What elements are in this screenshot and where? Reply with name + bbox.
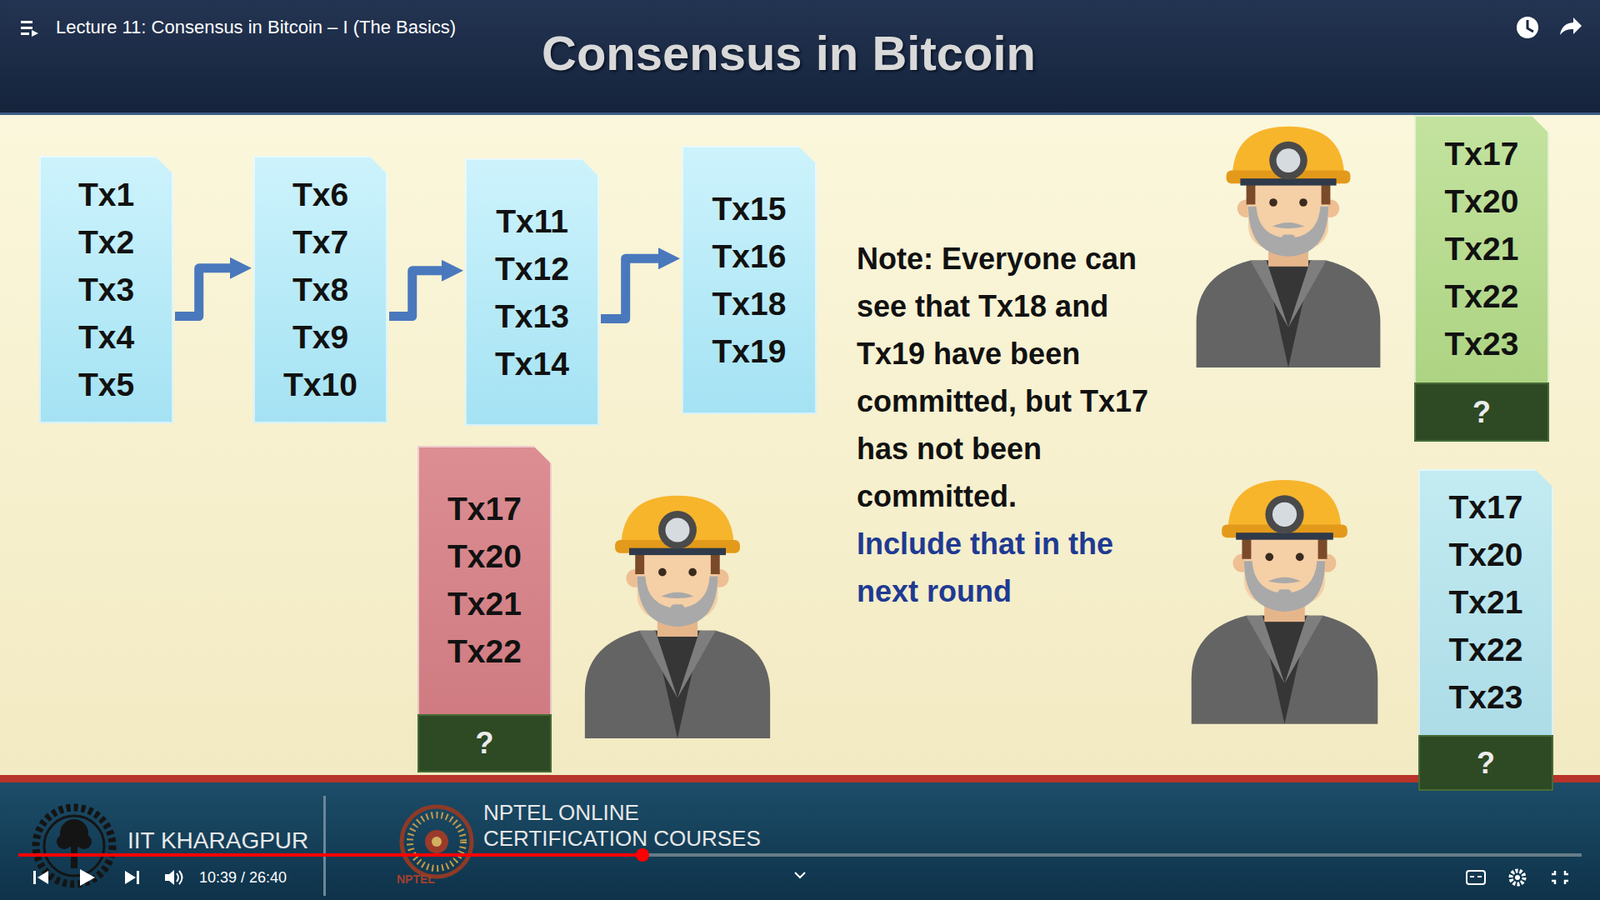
transaction-label: Tx2 bbox=[78, 218, 135, 266]
candidate-block: Tx17Tx20Tx21Tx22Tx23? bbox=[1414, 115, 1550, 442]
title-bar-edge bbox=[0, 112, 1600, 115]
institute-name: IIT KHARAGPUR bbox=[127, 828, 309, 854]
nonce-box: ? bbox=[417, 714, 552, 773]
transaction-label: Tx20 bbox=[1449, 530, 1524, 579]
transaction-label: Tx13 bbox=[495, 292, 570, 340]
chain-arrow bbox=[600, 258, 659, 319]
transaction-label: Tx19 bbox=[712, 327, 787, 375]
transaction-label: Tx10 bbox=[283, 360, 358, 409]
miner-figure bbox=[585, 495, 770, 739]
transaction-label: Tx15 bbox=[712, 185, 787, 233]
course-banner: NPTEL ONLINE CERTIFICATION COURSES bbox=[483, 800, 784, 852]
logo-caption: NPTEL bbox=[396, 872, 435, 886]
transaction-label: Tx21 bbox=[1445, 225, 1520, 273]
slide-ground bbox=[0, 115, 1600, 775]
transaction-label: Tx20 bbox=[1445, 177, 1520, 225]
transaction-label: Tx3 bbox=[78, 265, 135, 314]
block-body: Tx6Tx7Tx8Tx9Tx10 bbox=[253, 155, 388, 424]
miner-figure bbox=[1196, 126, 1381, 368]
transaction-label: Tx17 bbox=[1445, 130, 1520, 178]
transaction-label: Tx7 bbox=[292, 218, 349, 266]
chain-arrow bbox=[175, 268, 230, 317]
unknown-nonce: ? bbox=[475, 725, 495, 762]
transaction-label: Tx17 bbox=[1449, 483, 1524, 531]
transaction-label: Tx6 bbox=[292, 170, 349, 219]
unknown-nonce: ? bbox=[1476, 745, 1495, 782]
transaction-label: Tx5 bbox=[78, 360, 135, 409]
nonce-box: ? bbox=[1418, 735, 1554, 791]
transaction-label: Tx22 bbox=[1445, 272, 1520, 320]
title-bar bbox=[0, 0, 1600, 115]
player-controls bbox=[33, 869, 1569, 886]
transaction-label: Tx23 bbox=[1445, 320, 1520, 368]
candidate-block: Tx17Tx20Tx21Tx22Tx23? bbox=[1418, 469, 1554, 791]
block-box: Tx1Tx2Tx3Tx4Tx5 bbox=[39, 155, 174, 424]
footer-divider bbox=[323, 795, 326, 896]
chain-arrow bbox=[389, 270, 442, 317]
transaction-label: Tx23 bbox=[1449, 673, 1524, 721]
iit-logo bbox=[35, 807, 113, 885]
time-display: 10:39 / 26:40 bbox=[199, 869, 287, 886]
block-box: Tx15Tx16Tx18Tx19 bbox=[681, 145, 817, 415]
red-rule bbox=[0, 775, 1600, 783]
note-highlight: Include that in the next round bbox=[856, 520, 1167, 615]
transaction-label: Tx21 bbox=[1449, 578, 1524, 626]
transaction-label: Tx17 bbox=[447, 485, 522, 533]
block-body: Tx1Tx2Tx3Tx4Tx5 bbox=[39, 155, 174, 424]
block-box: Tx11Tx12Tx13Tx14 bbox=[465, 158, 600, 426]
video-title: Lecture 11: Consensus in Bitcoin – I (Th… bbox=[55, 16, 456, 39]
transaction-label: Tx11 bbox=[495, 197, 569, 245]
transaction-label: Tx22 bbox=[1449, 625, 1524, 674]
nptel-logo bbox=[401, 806, 472, 877]
block-body: Tx17Tx20Tx21Tx22Tx23 bbox=[1414, 115, 1550, 383]
transaction-label: Tx18 bbox=[712, 280, 787, 328]
transaction-label: Tx22 bbox=[447, 627, 522, 675]
footer-bar bbox=[0, 782, 1600, 900]
block-body: Tx11Tx12Tx13Tx14 bbox=[465, 158, 600, 426]
unknown-nonce: ? bbox=[1472, 394, 1491, 431]
slide-title: Consensus in Bitcoin bbox=[541, 25, 1036, 82]
candidate-block: Tx17Tx20Tx21Tx22? bbox=[417, 445, 552, 773]
note-text: Note: Everyone can see that Tx18 and Tx1… bbox=[856, 235, 1167, 520]
transaction-label: Tx4 bbox=[78, 313, 135, 361]
transaction-label: Tx14 bbox=[495, 340, 570, 388]
transaction-label: Tx8 bbox=[292, 265, 349, 314]
block-body: Tx17Tx20Tx21Tx22 bbox=[417, 445, 552, 715]
block-body: Tx17Tx20Tx21Tx22Tx23 bbox=[1418, 469, 1554, 735]
transaction-label: Tx20 bbox=[447, 532, 522, 580]
nonce-box: ? bbox=[1414, 382, 1550, 442]
miner-figure bbox=[1191, 480, 1379, 725]
transaction-label: Tx21 bbox=[447, 580, 522, 628]
transaction-label: Tx16 bbox=[712, 232, 787, 280]
block-body: Tx15Tx16Tx18Tx19 bbox=[681, 145, 817, 415]
block-box: Tx6Tx7Tx8Tx9Tx10 bbox=[253, 155, 388, 424]
transaction-label: Tx12 bbox=[495, 245, 570, 293]
transaction-label: Tx1 bbox=[78, 170, 135, 219]
transaction-label: Tx9 bbox=[292, 313, 349, 361]
